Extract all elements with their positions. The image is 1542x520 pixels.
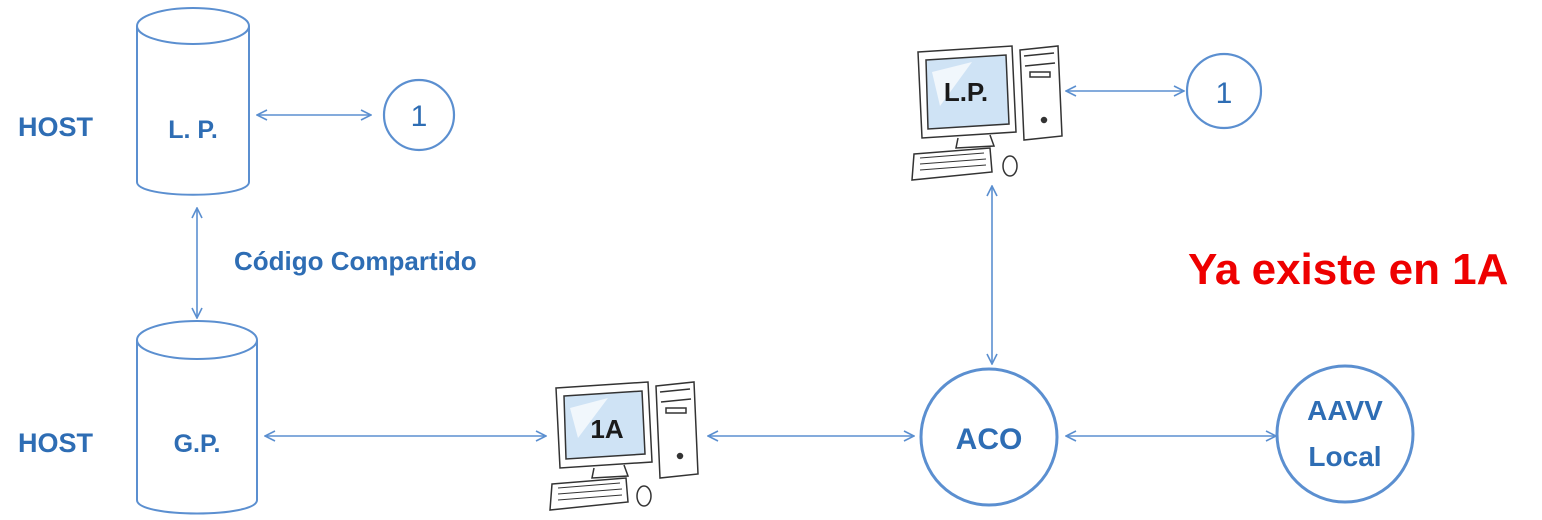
host-label-bottom: HOST [18,428,94,458]
circle-one-left-label: 1 [411,100,428,133]
database-gp-icon [136,320,258,515]
aavv-label-line2: Local [1308,441,1381,472]
pc-lp-label: L.P. [944,77,988,107]
circle-one-right [1185,52,1263,130]
circle-one-left [382,78,456,152]
aco-node [919,367,1059,507]
desktop-computer-1a-icon [549,381,699,511]
shared-code-label: Código Compartido [234,246,477,276]
pc-1a-label: 1A [590,414,623,444]
desktop-computer-lp-icon [911,45,1063,181]
aco-label: ACO [956,423,1023,456]
host-label-top: HOST [18,112,94,142]
database-lp-icon [136,7,250,196]
aavv-local-node [1275,364,1415,504]
db-lp-label: L. P. [168,116,218,144]
circle-one-right-label: 1 [1216,77,1233,110]
aavv-label-line1: AAVV [1307,395,1383,426]
alert-text: Ya existe en 1A [1188,245,1508,294]
db-gp-label: G.P. [174,430,221,458]
